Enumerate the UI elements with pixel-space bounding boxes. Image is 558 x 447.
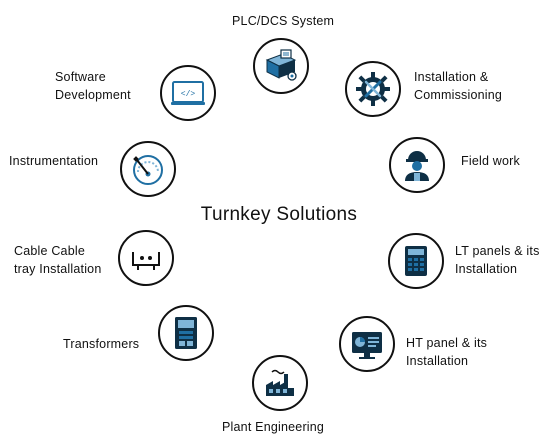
svg-text:</>: </> <box>181 90 196 99</box>
ht-panel-icon <box>352 332 382 359</box>
plc-node <box>253 38 309 94</box>
ht-label-line1: HT panel & its <box>406 336 488 350</box>
factory-icon <box>266 369 294 396</box>
transformers-label: Transformers <box>63 337 140 351</box>
lt-label-line2: Installation <box>455 262 518 276</box>
diagram-title: Turnkey Solutions <box>200 204 358 225</box>
cable-label-line1: Cable Cable <box>14 244 85 258</box>
gear-wrench-icon <box>356 72 390 106</box>
field-node <box>389 137 445 193</box>
cable-label-line2: tray Installation <box>14 262 102 276</box>
plant-label: Plant Engineering <box>222 420 325 434</box>
ht-node <box>339 316 395 372</box>
plant-node <box>252 355 308 411</box>
transformer-icon <box>175 317 197 349</box>
software-label-line2: Development <box>55 88 131 102</box>
computer-modules-icon <box>265 49 297 81</box>
software-node: </> <box>160 65 216 121</box>
lt-label-line1: LT panels & its <box>455 244 540 258</box>
cable-node <box>118 230 174 286</box>
code-window-icon: </> <box>171 81 205 105</box>
instrumentation-node <box>120 141 176 197</box>
software-label-line1: Software <box>55 70 106 84</box>
pressure-gauge-icon <box>133 155 163 185</box>
worker-icon <box>405 151 429 181</box>
install-node <box>345 61 401 117</box>
install-label-line2: Commissioning <box>414 88 503 102</box>
install-label-line1: Installation & <box>414 70 489 84</box>
cable-tray-icon <box>132 252 160 270</box>
lt-node <box>388 233 444 289</box>
field-label: Field work <box>461 154 520 168</box>
lt-panel-icon <box>405 246 427 276</box>
ht-label-line2: Installation <box>406 354 469 368</box>
transformers-node <box>158 305 214 361</box>
instrumentation-label: Instrumentation <box>9 154 99 168</box>
plc-label: PLC/DCS System <box>232 14 335 28</box>
